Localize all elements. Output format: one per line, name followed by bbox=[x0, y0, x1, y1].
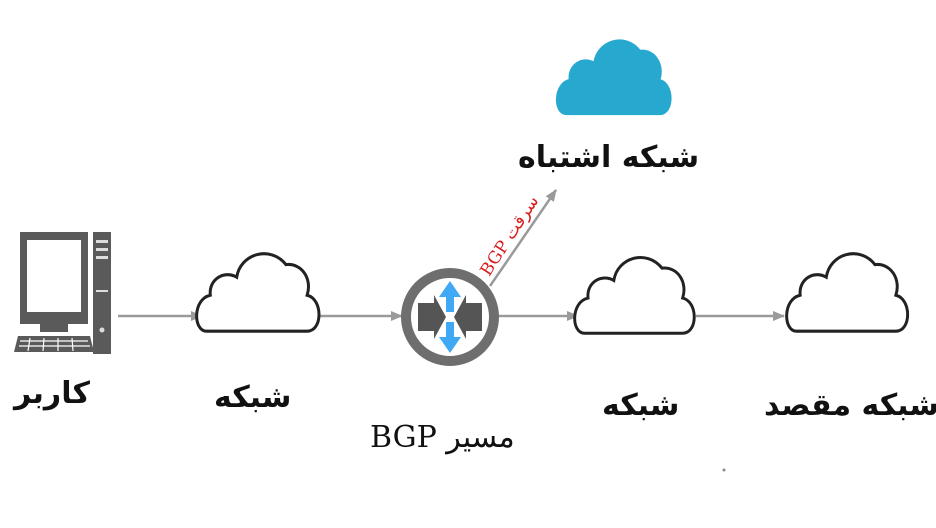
cloud-icon bbox=[785, 252, 910, 333]
arrow-router-to-wrong-network bbox=[488, 189, 558, 287]
router-icon bbox=[401, 268, 499, 366]
router-label: مسیر BGP bbox=[370, 420, 515, 455]
cloud-icon bbox=[195, 252, 321, 333]
network-label: شبکه bbox=[214, 380, 292, 415]
desktop-computer-icon bbox=[14, 232, 111, 354]
dot-mark bbox=[722, 468, 726, 472]
cloud-icon bbox=[555, 39, 672, 116]
destination-label: شبکه مقصد bbox=[764, 388, 936, 423]
network-label: شبکه bbox=[602, 388, 680, 423]
user-label: کاربر bbox=[14, 376, 90, 411]
cloud-icon bbox=[573, 255, 696, 335]
wrong-network-label: شبکه اشتباه bbox=[518, 140, 700, 175]
